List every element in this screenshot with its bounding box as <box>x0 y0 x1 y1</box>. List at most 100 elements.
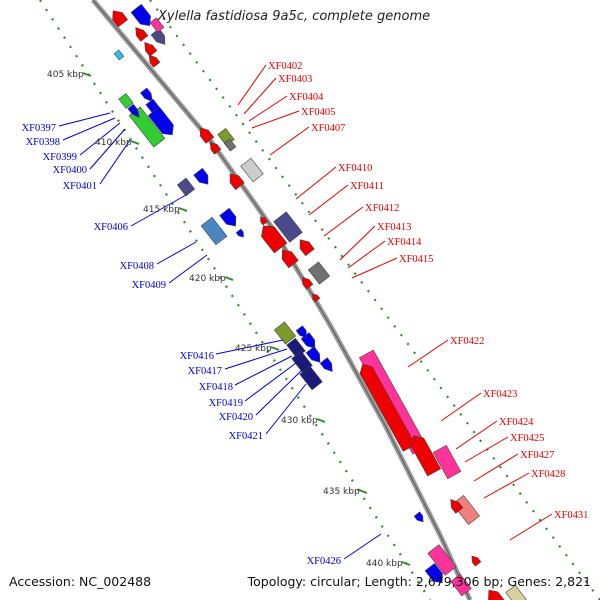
gene-label-reverse[interactable]: XF0427 <box>520 450 554 461</box>
kbp-tick-label: 415 kbp <box>143 205 180 215</box>
gene-label-forward[interactable]: XF0409 <box>132 280 166 291</box>
gene-label-reverse[interactable]: XF0415 <box>399 254 433 265</box>
gene-feature[interactable] <box>469 554 482 567</box>
gene-feature[interactable] <box>193 167 213 187</box>
gene-feature[interactable] <box>310 292 321 303</box>
gene-feature[interactable] <box>127 103 142 119</box>
gene-feature[interactable] <box>140 87 156 104</box>
gene-feature[interactable] <box>295 325 310 340</box>
gene-feature[interactable] <box>150 28 169 48</box>
gene-label-reverse[interactable]: XF0407 <box>311 123 345 134</box>
gene-label-forward[interactable]: XF0421 <box>229 431 263 442</box>
gene-feature[interactable] <box>176 177 196 197</box>
gene-feature[interactable] <box>424 563 447 586</box>
leader-line <box>343 533 382 560</box>
gene-feature[interactable] <box>273 211 303 243</box>
gene-feature[interactable] <box>319 357 336 375</box>
leader-line <box>224 348 288 370</box>
gene-label-forward[interactable]: XF0397 <box>22 123 56 134</box>
leader-line <box>62 117 116 141</box>
gene-feature[interactable] <box>278 246 299 269</box>
gene-label-reverse[interactable]: XF0431 <box>554 510 588 521</box>
gene-feature[interactable] <box>257 221 288 254</box>
gene-feature[interactable] <box>118 93 134 109</box>
gene-label-forward[interactable]: XF0418 <box>199 382 233 393</box>
gene-label-reverse[interactable]: XF0428 <box>531 469 565 480</box>
leader-line <box>244 362 297 402</box>
gene-label-forward[interactable]: XF0417 <box>188 366 222 377</box>
gene-feature[interactable] <box>196 125 215 144</box>
leader-line <box>509 513 553 541</box>
gene-feature[interactable] <box>427 544 457 576</box>
gene-feature[interactable] <box>413 511 426 524</box>
gene-feature[interactable] <box>113 49 125 61</box>
leader-line <box>79 122 121 156</box>
gene-label-reverse[interactable]: XF0424 <box>499 417 534 428</box>
gene-feature[interactable] <box>141 40 158 57</box>
gene-feature[interactable] <box>219 207 241 230</box>
gene-label-reverse[interactable]: XF0405 <box>301 107 335 118</box>
gene-label-reverse[interactable]: XF0413 <box>377 222 411 233</box>
gene-label-reverse[interactable]: XF0414 <box>387 237 422 248</box>
gene-label-reverse[interactable]: XF0422 <box>450 336 484 347</box>
gene-label-forward[interactable]: XF0398 <box>26 137 60 148</box>
gene-feature[interactable] <box>273 321 297 345</box>
gene-feature[interactable] <box>130 3 155 29</box>
leader-line <box>473 453 519 482</box>
gene-label-forward[interactable]: XF0426 <box>307 556 341 567</box>
gene-label-reverse[interactable]: XF0412 <box>365 203 399 214</box>
gene-label-reverse[interactable]: XF0423 <box>483 389 517 400</box>
gene-feature[interactable] <box>223 138 237 152</box>
gene-feature[interactable] <box>296 236 315 257</box>
gene-feature[interactable] <box>299 275 314 290</box>
gene-feature[interactable] <box>149 17 165 33</box>
leader-line <box>89 128 126 170</box>
gene-label-forward[interactable]: XF0400 <box>53 165 87 176</box>
leader-line <box>251 110 300 129</box>
gene-feature[interactable] <box>357 361 416 452</box>
gene-label-reverse[interactable]: XF0410 <box>338 163 372 174</box>
leader-line <box>234 355 293 386</box>
gene-feature[interactable] <box>108 7 129 28</box>
gene-label-forward[interactable]: XF0419 <box>209 398 243 409</box>
topology-text: Topology: circular; Length: 2,679,306 bp… <box>247 574 591 589</box>
chromosome-backbone-edge <box>92 0 471 600</box>
gene-feature[interactable] <box>132 25 149 42</box>
gene-feature[interactable] <box>147 106 178 139</box>
kbp-tick-mark <box>82 72 92 77</box>
leader-line <box>455 420 498 450</box>
gene-feature[interactable] <box>240 157 264 183</box>
chromosome-backbone <box>91 0 473 600</box>
gene-feature[interactable] <box>305 346 324 366</box>
gene-label-forward[interactable]: XF0420 <box>219 412 253 423</box>
gene-feature[interactable] <box>200 216 228 246</box>
gene-feature[interactable] <box>258 215 269 226</box>
gene-label-reverse[interactable]: XF0402 <box>268 61 302 72</box>
gene-feature[interactable] <box>207 140 222 155</box>
gene-feature[interactable] <box>235 228 246 239</box>
gene-label-forward[interactable]: XF0401 <box>63 181 97 192</box>
leader-line <box>248 95 288 122</box>
leader-line <box>237 64 267 106</box>
gene-feature[interactable] <box>307 261 331 285</box>
tick-dot-track-right <box>149 0 600 600</box>
gene-feature[interactable] <box>450 573 472 597</box>
gene-feature[interactable] <box>407 432 442 477</box>
gene-feature[interactable] <box>146 53 161 68</box>
gene-label-reverse[interactable]: XF0411 <box>350 181 384 192</box>
gene-label-forward[interactable]: XF0399 <box>43 152 77 163</box>
gene-label-forward[interactable]: XF0408 <box>120 261 154 272</box>
gene-feature[interactable] <box>505 584 527 600</box>
gene-label-reverse[interactable]: XF0403 <box>278 74 312 85</box>
gene-feature[interactable] <box>447 497 464 514</box>
gene-label-reverse[interactable]: XF0425 <box>510 433 544 444</box>
gene-label-forward[interactable]: XF0406 <box>94 222 128 233</box>
kbp-tick-mark <box>130 140 140 145</box>
gene-label-reverse[interactable]: XF0404 <box>289 92 324 103</box>
gene-feature[interactable] <box>226 170 245 191</box>
gene-feature[interactable] <box>432 444 462 480</box>
gene-feature[interactable] <box>299 365 323 391</box>
gene-label-forward[interactable]: XF0416 <box>180 351 214 362</box>
